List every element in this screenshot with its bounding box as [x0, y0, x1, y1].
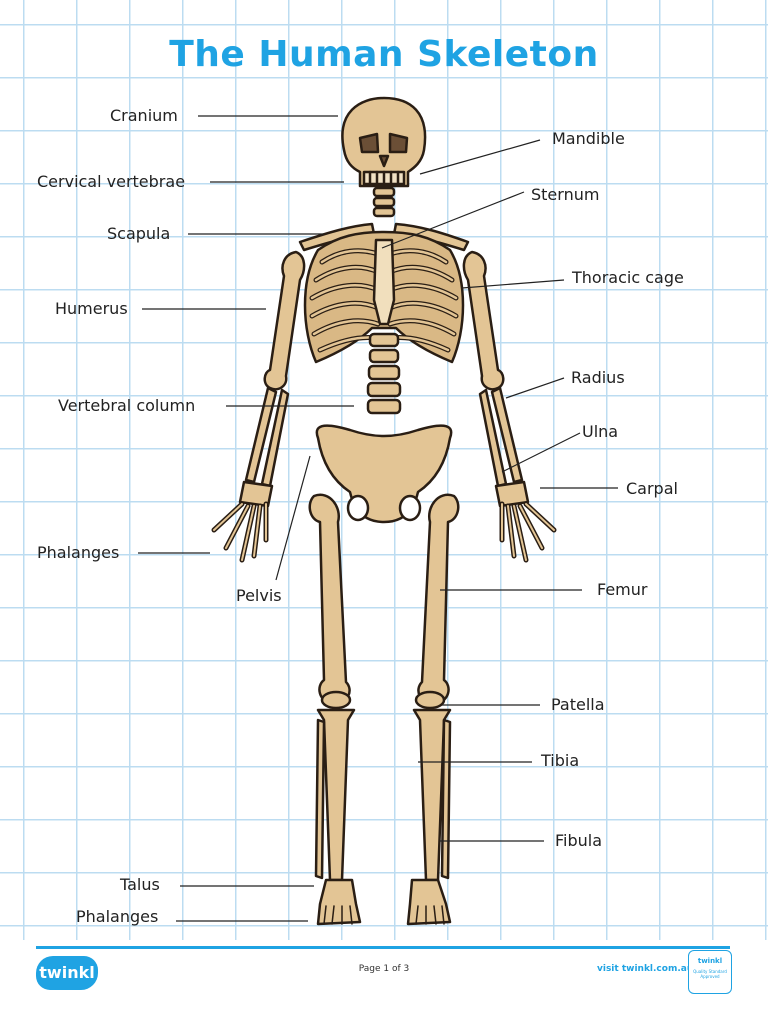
label-phalanges-hand: Phalanges	[37, 543, 120, 562]
label-cervical-vertebrae: Cervical vertebrae	[37, 172, 186, 191]
label-humerus: Humerus	[55, 299, 128, 318]
quality-badge: twinkl Quality Standard Approved	[688, 950, 732, 994]
label-tibia: Tibia	[541, 751, 580, 770]
label-phalanges-foot: Phalanges	[76, 907, 159, 926]
label-scapula: Scapula	[107, 224, 171, 243]
label-patella: Patella	[551, 695, 605, 714]
badge-title: twinkl	[697, 957, 723, 965]
label-fibula: Fibula	[555, 831, 603, 850]
sternum-bone	[372, 238, 396, 326]
twinkl-logo: twinkl	[36, 956, 98, 990]
skeleton-illustration	[138, 96, 618, 926]
page-number: Page 1 of 3	[358, 964, 410, 974]
label-mandible: Mandible	[552, 129, 625, 148]
label-radius: Radius	[571, 368, 625, 387]
label-pelvis: Pelvis	[236, 586, 282, 605]
visit-link[interactable]: visit twinkl.com.au	[597, 964, 694, 974]
label-ulna: Ulna	[582, 422, 619, 441]
badge-subtitle: Quality Standard Approved	[693, 969, 727, 979]
label-vertebral-column: Vertebral column	[58, 396, 196, 415]
label-sternum: Sternum	[531, 185, 600, 204]
footer-divider	[36, 946, 730, 949]
label-thoracic-cage: Thoracic cage	[572, 268, 684, 287]
label-carpal: Carpal	[626, 479, 678, 498]
skull	[341, 96, 427, 188]
label-talus: Talus	[120, 875, 160, 894]
label-cranium: Cranium	[110, 106, 178, 125]
label-femur: Femur	[597, 580, 648, 599]
page-title: The Human Skeleton	[169, 34, 599, 75]
